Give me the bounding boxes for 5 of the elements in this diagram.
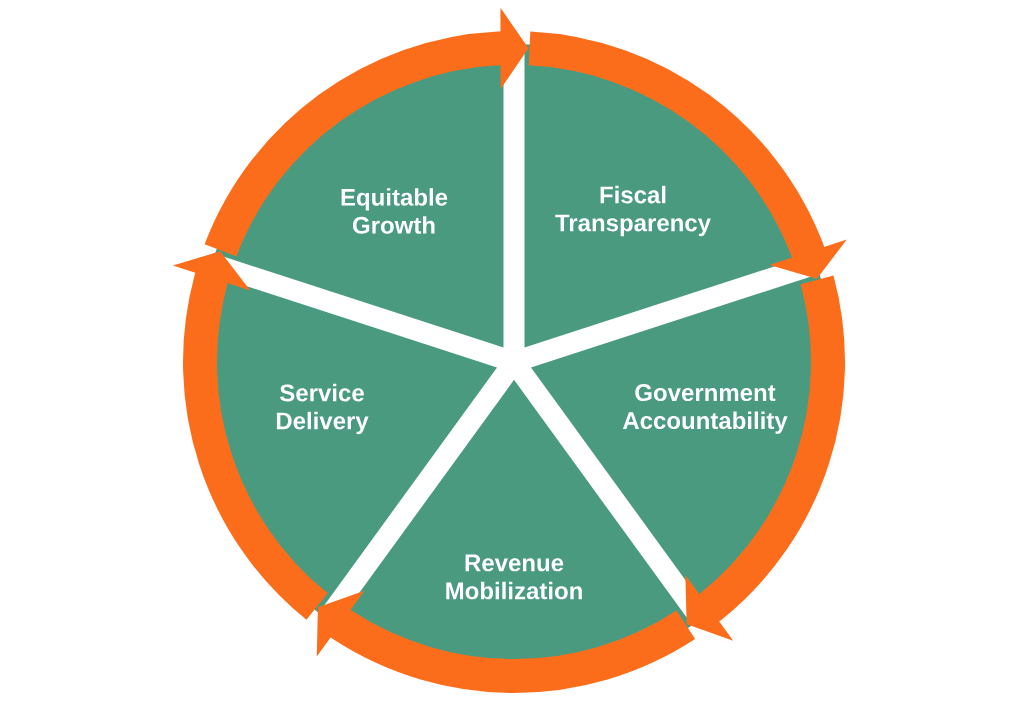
cycle-arrow <box>685 276 845 641</box>
cycle-arrow <box>527 31 847 279</box>
cycle-arrow <box>172 251 329 620</box>
node-label: Equitable Growth <box>341 188 448 234</box>
node-label: Fiscal Transparency <box>555 185 711 237</box>
